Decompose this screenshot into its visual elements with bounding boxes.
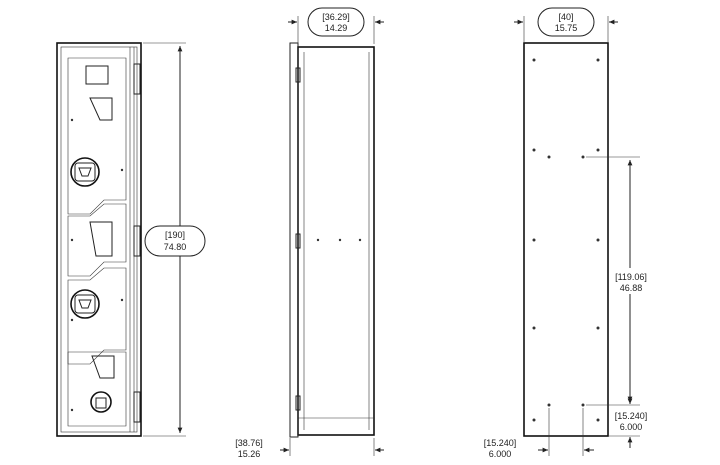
dim-hole-offset-side-imperial: 6.000 <box>489 449 512 459</box>
handle-lower-icon <box>78 299 92 309</box>
mounting-holes <box>532 58 600 422</box>
door-panel-middle <box>67 203 127 277</box>
side-door-plate <box>289 42 299 438</box>
handle-upper-icon <box>78 167 92 177</box>
door-panel-lower <box>67 267 127 365</box>
rivets-front <box>70 118 124 412</box>
back-view: [40] 15.75 [119.06] 46.88 [15.240] 6.000… <box>484 7 648 459</box>
dim-height-metric: [190] <box>165 230 185 240</box>
panel-cutout-1 <box>89 97 113 121</box>
dim-side-depth-imperial: 14.29 <box>325 23 348 33</box>
front-view: [190] 74.80 <box>56 42 206 437</box>
panel-cutout-3 <box>91 355 115 379</box>
rivets-side <box>316 238 362 242</box>
hinge-middle <box>133 225 141 257</box>
back-panel <box>523 42 609 437</box>
dim-height-imperial: 74.80 <box>164 242 187 252</box>
vent-cutout-top <box>85 65 109 85</box>
dim-side-overall-metric: [38.76] <box>235 438 263 448</box>
hinge-bottom <box>133 391 141 423</box>
dim-back-width-imperial: 15.75 <box>555 23 578 33</box>
panel-cutout-2 <box>89 221 113 257</box>
dim-side-depth-badge <box>307 7 365 37</box>
dim-hole-offset-bottom-imperial: 6.000 <box>620 422 643 432</box>
dim-hole-offset-bottom-metric: [15.240] <box>615 411 648 421</box>
front-inner-frame <box>60 46 138 433</box>
dim-back-width-metric: [40] <box>558 12 573 22</box>
dim-height-badge <box>144 225 206 257</box>
dim-side-depth-metric: [36.29] <box>322 12 350 22</box>
dim-hole-spacing-metric: [119.06] <box>615 272 647 282</box>
door-panel-upper <box>67 57 127 215</box>
dim-side-overall-imperial: 15.26 <box>238 449 261 459</box>
dim-back-width-badge <box>537 7 595 37</box>
side-view: [36.29] 14.29 [38.76] 15.26 <box>235 7 384 459</box>
door-panel-bottom <box>67 351 127 427</box>
dim-hole-spacing-imperial: 46.88 <box>620 283 643 293</box>
front-outer-frame <box>56 42 142 437</box>
handle-lower <box>70 289 100 319</box>
hinge-top <box>133 63 141 95</box>
side-body <box>297 46 375 436</box>
dim-hole-offset-side-metric: [15.240] <box>484 438 517 448</box>
lock-icon <box>90 391 112 413</box>
handle-upper <box>70 157 100 187</box>
